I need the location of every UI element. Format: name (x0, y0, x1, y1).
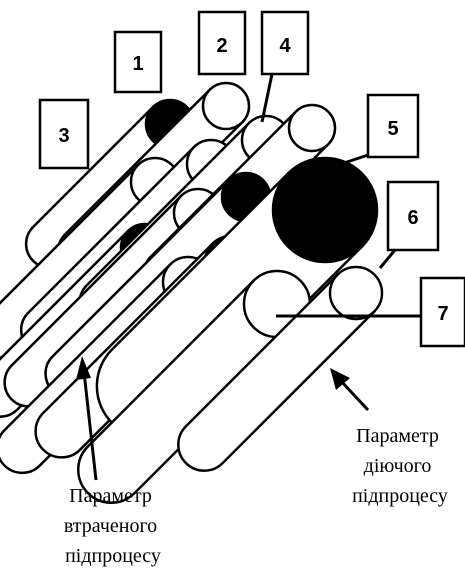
label-box-7: 7 (419, 276, 465, 348)
arrow-lost-head (76, 356, 91, 380)
cylinder-end-light (287, 103, 337, 153)
caption-active: Параметр діючого підпроцесу (352, 425, 448, 507)
label-box-3: 3 (38, 98, 90, 170)
label-5-text: 5 (387, 118, 398, 140)
cylinder-end-light (328, 265, 384, 321)
label-3-text: 3 (58, 125, 69, 147)
label-box-4: 4 (260, 10, 310, 76)
caption-active-line-1: Параметр (356, 425, 439, 447)
caption-lost: Параметр втраченого підпроцесу (64, 485, 162, 567)
caption-active-line-2: діючого (364, 455, 432, 477)
label-6-text: 6 (407, 207, 418, 229)
cylinder-group (0, 81, 384, 504)
label-1-text: 1 (132, 53, 143, 75)
cylinder-end-dark (271, 156, 379, 264)
arrow-active-head (330, 368, 350, 390)
cylinder-end-light (201, 81, 251, 131)
leader-4 (260, 73, 274, 123)
cylinder-body (77, 278, 303, 504)
leader-6 (378, 249, 397, 269)
cylinder-body (177, 272, 377, 472)
label-2-text: 2 (216, 35, 227, 57)
label-box-5: 5 (366, 93, 420, 159)
arrow-active-shaft (338, 378, 370, 412)
caption-lost-line-1: Параметр (69, 485, 152, 507)
caption-lost-line-3: підпроцесу (65, 545, 161, 567)
caption-lost-line-2: втраченого (64, 515, 157, 537)
caption-active-line-3: підпроцесу (352, 485, 448, 507)
leader-5 (337, 153, 369, 167)
arrow-lost-shaft (82, 371, 98, 481)
label-box-6: 6 (386, 180, 440, 252)
label-box-2: 2 (197, 10, 247, 76)
label-4-text: 4 (279, 35, 291, 57)
label-box-1: 1 (113, 30, 163, 94)
label-7-text: 7 (437, 303, 448, 325)
